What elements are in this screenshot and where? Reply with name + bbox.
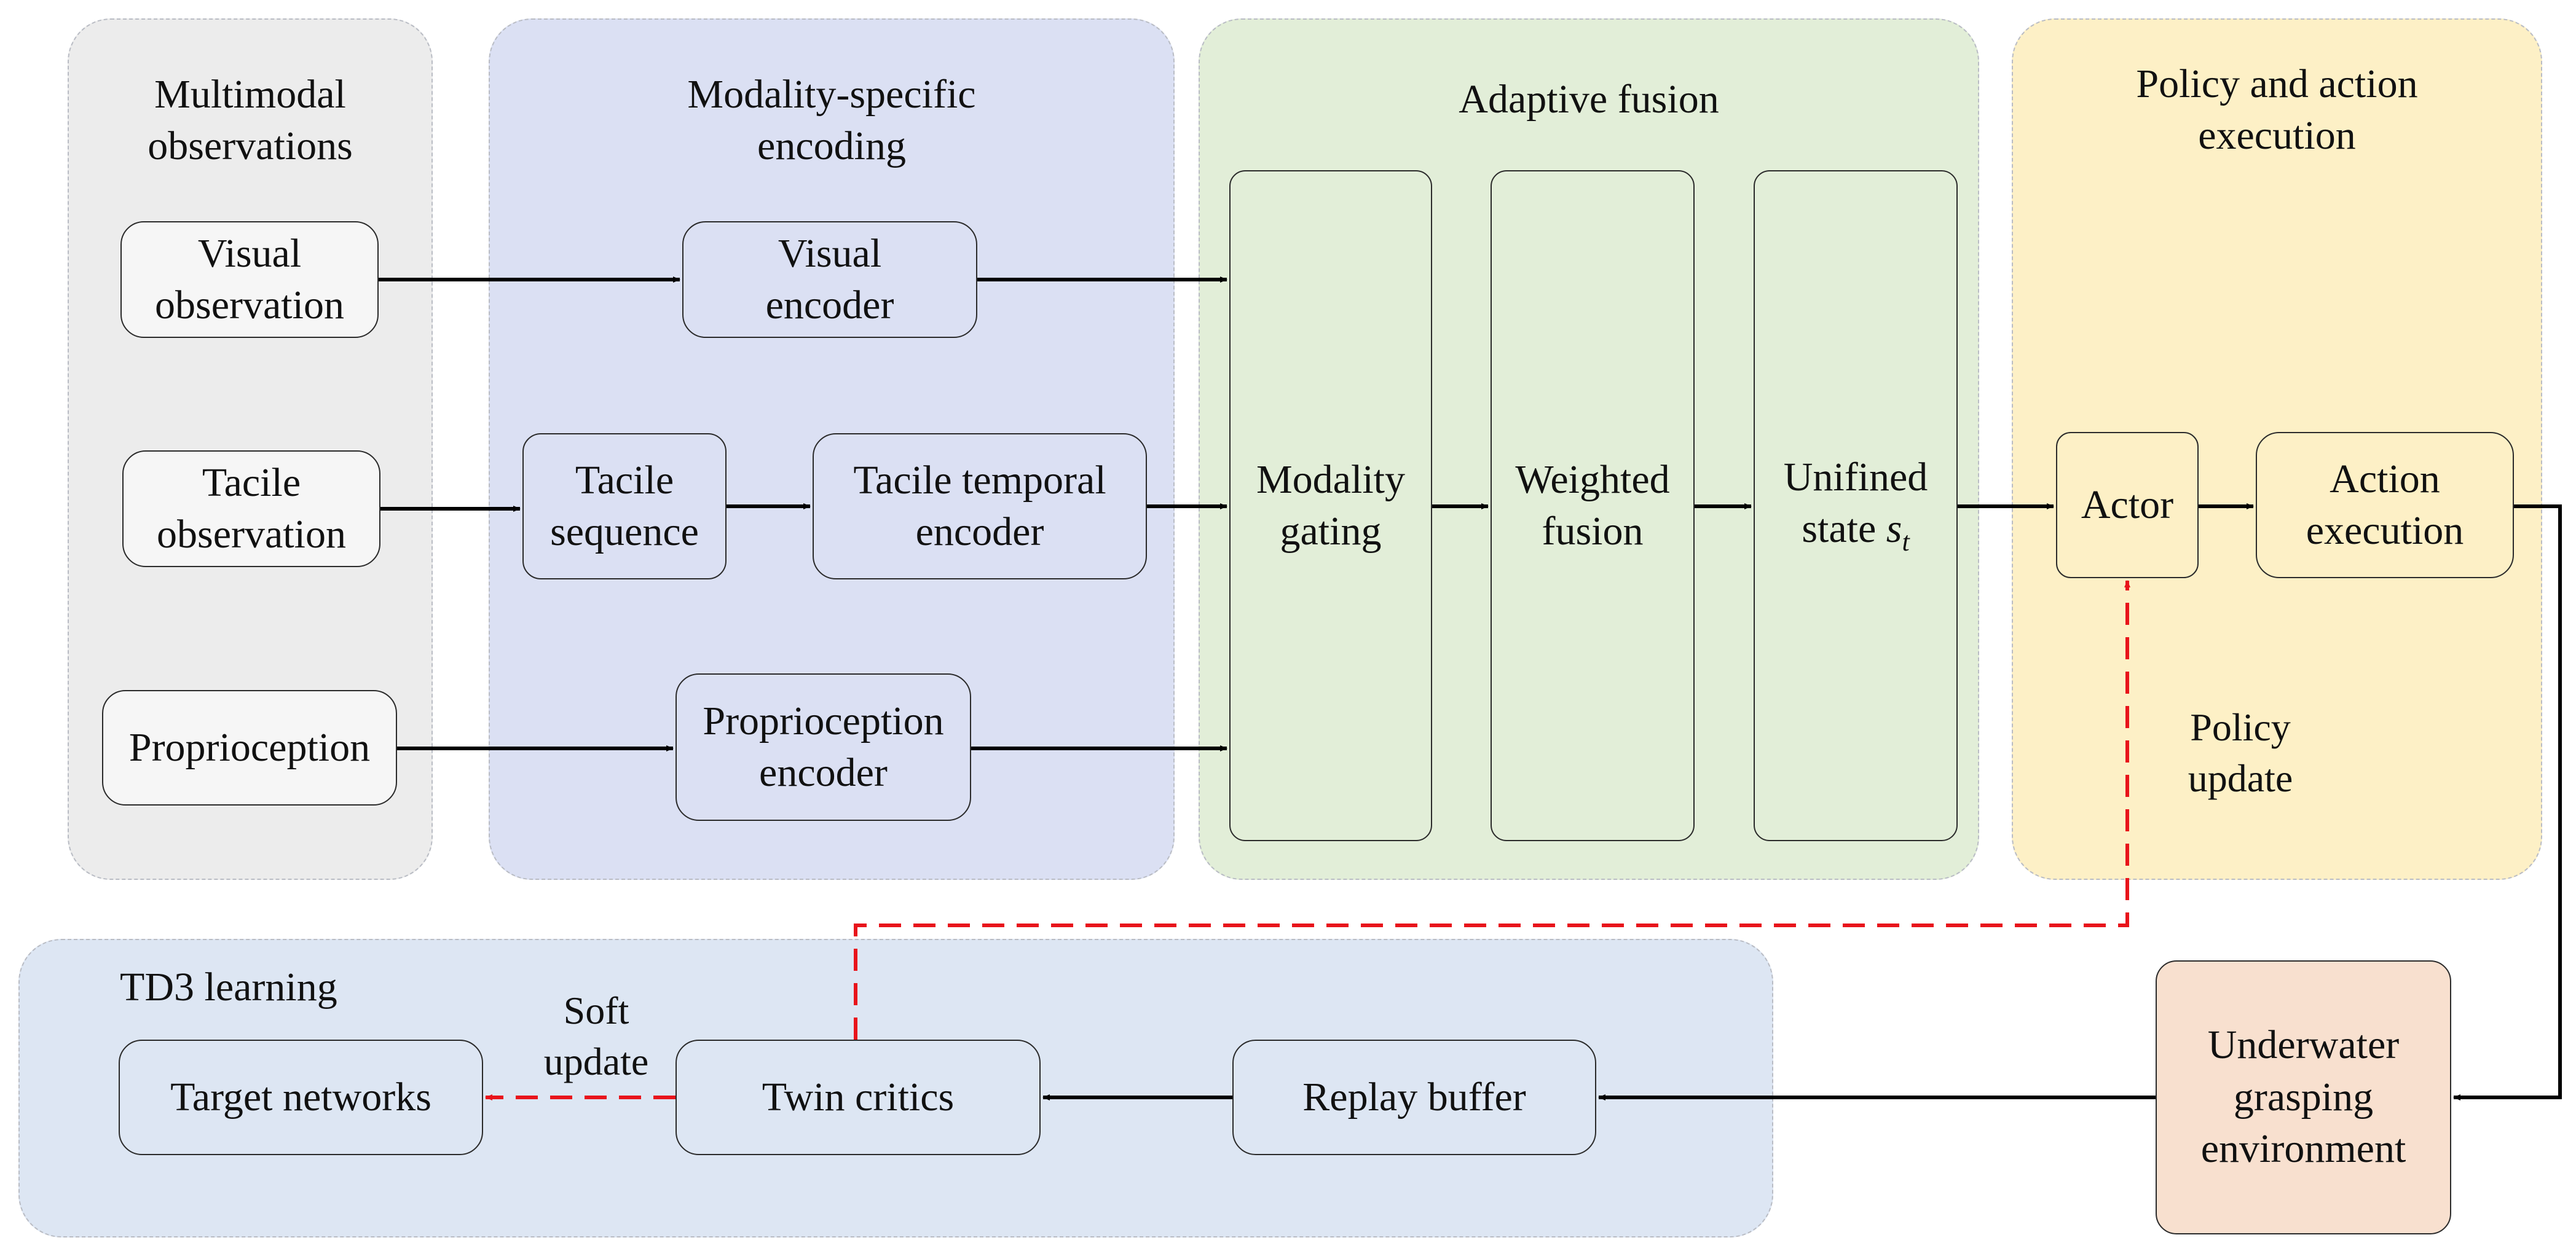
unified-state-line2: state st — [1802, 506, 1910, 557]
td3-title: TD3 learning — [120, 965, 337, 1010]
tactile-temporal-encoder-node: Tacile temporal encoder — [813, 433, 1147, 579]
arrow-critics-to-actor-policy-update — [854, 580, 2130, 1040]
tactile-sequence-node: Tacile sequence — [522, 433, 727, 579]
fusion-title: Adaptive fusion — [1459, 77, 1719, 122]
visual-encoder-node: Visual encoder — [682, 221, 977, 338]
visual-observation-node: Visual observation — [120, 221, 379, 338]
target-networks-node: Target networks — [119, 1040, 483, 1155]
modality-gating-node: Modality gating — [1229, 170, 1432, 841]
encoding-title: Modality-specific encoding — [687, 72, 976, 169]
tactile-observation-node: Tacile observation — [122, 450, 380, 567]
replay-buffer-node: Replay buffer — [1232, 1040, 1596, 1155]
state-variable: st — [1886, 506, 1910, 557]
observations-title: Multimodal observations — [148, 72, 353, 169]
proprioception-encoder-node: Proprioception encoder — [676, 673, 971, 821]
twin-critics-node: Twin critics — [676, 1040, 1041, 1155]
actor-node: Actor — [2056, 432, 2199, 578]
unified-state-line1: Unifined — [1783, 455, 1928, 500]
unified-state-node: Unifined state st — [1754, 170, 1958, 841]
arrow-action-to-environment — [2453, 504, 2562, 1100]
policy-update-label: Policy update — [2188, 705, 2293, 801]
soft-update-label: Soft update — [543, 989, 649, 1084]
proprioception-node: Proprioception — [102, 690, 397, 806]
action-execution-node: Action execution — [2256, 432, 2514, 578]
environment-node: Underwater grasping environment — [2156, 960, 2451, 1234]
policy-title: Policy and action execution — [2136, 61, 2418, 159]
weighted-fusion-node: Weighted fusion — [1491, 170, 1695, 841]
